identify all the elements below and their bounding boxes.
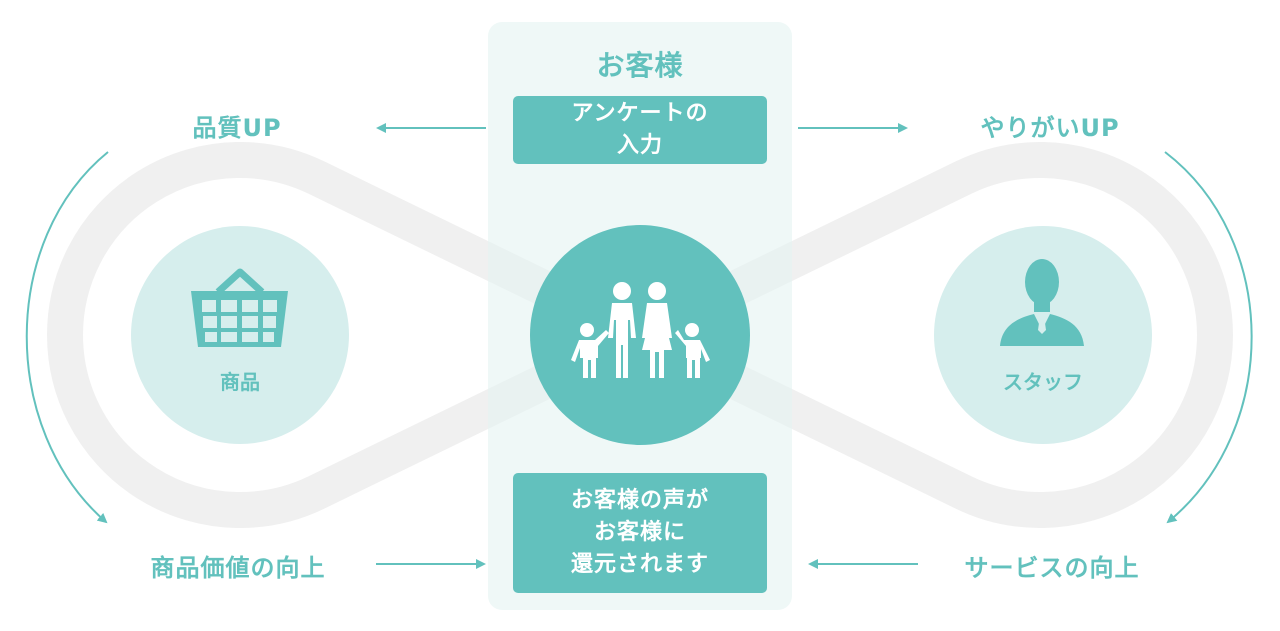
product-value-label: 商品価値の向上 <box>150 554 326 582</box>
arrow-left-curve <box>25 151 109 524</box>
customer-voice-box: お客様の声が お客様に 還元されます <box>513 473 767 593</box>
survey-input-box: アンケートの 入力 <box>513 96 767 164</box>
staff-person-icon <box>1000 259 1084 346</box>
staff-label: スタッフ <box>1003 370 1083 394</box>
product-label: 商品 <box>220 370 260 394</box>
basket-icon <box>191 268 288 347</box>
motivation-up-label: やりがいUP <box>980 114 1120 142</box>
customer-circle <box>530 225 750 445</box>
family-icon <box>571 282 710 378</box>
service-label: サービスの向上 <box>964 554 1140 582</box>
customer-title: お客様 <box>596 49 684 82</box>
quality-up-label: 品質UP <box>192 114 282 142</box>
infinity-band <box>47 142 1233 528</box>
arrow-right-curve <box>1164 151 1253 524</box>
